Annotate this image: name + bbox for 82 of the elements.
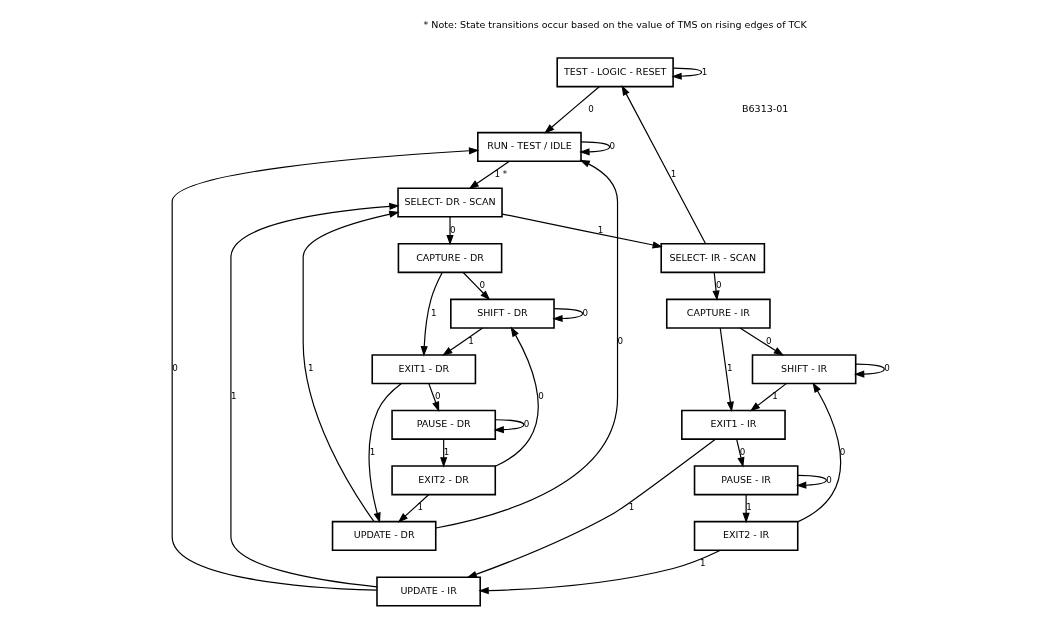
arrow xyxy=(749,383,787,412)
edge-label: 1 xyxy=(230,391,236,402)
arrow xyxy=(171,147,479,591)
edge-label: 0 xyxy=(587,103,594,114)
edge-label: 1 xyxy=(726,363,733,374)
edge-label: 1 xyxy=(670,168,676,179)
edge-label: 1 xyxy=(443,446,449,457)
arrow xyxy=(670,67,702,80)
node-box: PAUSE - DR xyxy=(390,409,496,440)
arrow xyxy=(543,86,600,134)
arrow xyxy=(367,382,402,523)
node-box: SELECT- DR - SCAN xyxy=(396,187,503,218)
arrow xyxy=(711,271,720,301)
arrow xyxy=(420,272,443,357)
node-box: UPDATE - IR xyxy=(375,576,481,607)
arrow xyxy=(466,438,716,578)
arrow xyxy=(735,438,744,468)
arrow xyxy=(551,308,583,323)
edge-label: 1 xyxy=(745,502,752,513)
edge-label: 0 xyxy=(715,280,722,291)
arrow xyxy=(468,160,510,190)
edge-label: 1 xyxy=(430,307,437,318)
arrow xyxy=(462,271,490,301)
arrow xyxy=(742,494,750,524)
node-box: SHIFT - IR xyxy=(751,354,856,385)
node-box: EXIT2 - IR xyxy=(693,520,799,552)
arrow xyxy=(441,327,483,356)
node-box: TEST - LOGIC - RESET xyxy=(555,57,674,88)
edge-label: 0 xyxy=(582,307,588,318)
arrow xyxy=(796,382,841,523)
arrow xyxy=(427,383,439,412)
arrow xyxy=(853,363,885,378)
edge-label: 0 xyxy=(739,446,745,457)
node-box: RUN - TEST / IDLE xyxy=(476,131,582,163)
edge-label: 0 xyxy=(609,141,615,152)
arrow xyxy=(621,85,706,245)
edge-label: 1 xyxy=(628,502,634,513)
label: B6313-01 xyxy=(741,103,788,115)
edge-label: 0 xyxy=(883,363,890,374)
arrow xyxy=(719,327,734,412)
arrow xyxy=(439,438,447,468)
arrow xyxy=(501,213,663,249)
edge-label: 1 xyxy=(369,446,375,457)
node-box: SHIFT - DR xyxy=(449,298,555,329)
edge-label: 0 xyxy=(617,335,623,346)
edge-label: 0 xyxy=(523,419,529,430)
edge-label: 1 xyxy=(416,502,423,513)
edge-label: 0 xyxy=(839,446,845,457)
arrow xyxy=(302,210,400,523)
node-box: UPDATE - DR xyxy=(331,520,437,552)
node-box: CAPTURE - IR xyxy=(665,298,771,329)
arrow xyxy=(229,202,400,588)
arrow xyxy=(738,327,784,356)
edge-label: 1 xyxy=(771,391,778,402)
node-box: EXIT2 - DR xyxy=(390,465,496,496)
label: * Note: State transitions occur based on the value of TMS on rising edges of TCK xyxy=(423,18,807,30)
edge-label: 1 xyxy=(699,557,706,568)
node-box: PAUSE - IR xyxy=(693,465,799,496)
edge-label: 1 xyxy=(597,224,603,235)
node-box: CAPTURE - DR xyxy=(397,243,502,274)
arrow xyxy=(494,326,539,467)
arrow xyxy=(477,549,721,595)
edge-label: 0 xyxy=(478,280,485,291)
node-box: EXIT1 - DR xyxy=(370,354,476,385)
edge-label: 1 xyxy=(307,363,313,374)
edge-label: 0 xyxy=(825,474,832,485)
arrow xyxy=(397,494,429,523)
edge-label: 0 xyxy=(765,335,772,346)
node-box: SELECT- IR - SCAN xyxy=(659,243,765,274)
arrow xyxy=(493,419,524,434)
edge-label: 1 xyxy=(467,335,474,346)
edge-label: 1 * xyxy=(493,168,507,179)
edge-label: 0 xyxy=(449,224,456,235)
arrow xyxy=(795,474,827,489)
node-box: EXIT1 - IR xyxy=(680,409,786,440)
edge-label: 0 xyxy=(434,391,440,402)
arrow xyxy=(578,141,610,156)
arrow xyxy=(434,159,618,529)
arrow xyxy=(445,216,454,246)
edge-label: 0 xyxy=(537,391,544,402)
edge-label: 0 xyxy=(171,363,178,374)
edge-label: 1 xyxy=(701,66,707,77)
